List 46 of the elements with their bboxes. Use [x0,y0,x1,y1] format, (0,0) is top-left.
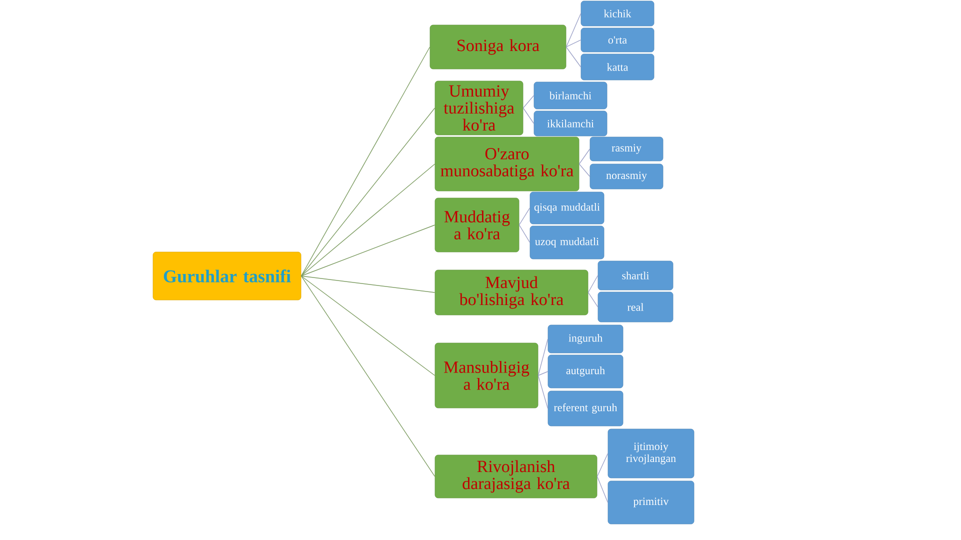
subtype-box: referent guruh [548,390,624,426]
connector-line [300,276,436,376]
connector-line [578,148,590,164]
subtype-box: rasmiy [590,136,664,162]
topic-box: Guruhlar tasnifi [152,252,302,300]
category-box: Mansubligig a ko'ra [434,342,538,408]
category-box: Muddatig a ko'ra [434,198,520,252]
connector-line [588,292,598,308]
subtype-box: norasmiy [590,164,664,190]
connector-line [522,95,534,108]
connector-line [578,164,590,177]
category-box: Mavjud bo'lishiga ko'ra [434,270,588,316]
category-box: Umumiy tuzilishiga ko'ra [434,80,524,136]
connector-line [300,276,436,477]
connector-line [300,108,436,276]
subtype-box: o'rta [580,28,654,52]
connector-line [300,46,430,276]
category-box: Rivojlanish darajasiga ko'ra [434,454,598,498]
subtype-box: real [598,292,674,322]
connector-line [300,164,436,276]
subtype-box: ijtimoiy rivojlangan [608,428,694,478]
subtype-box: primitiv [608,480,694,524]
connector-line [566,46,582,68]
connector-line [566,40,582,48]
connector-line [518,224,530,243]
subtype-box: katta [580,54,654,80]
subtype-box: birlamchi [534,82,608,110]
connector-line [596,476,608,503]
connector-line [538,371,548,376]
subtype-box: ikkilamchi [534,110,608,136]
connector-line [522,108,534,124]
connector-line [596,453,608,477]
connector-line [588,275,598,293]
connector-line [518,208,530,226]
connector-line [538,338,548,376]
subtype-box: shartli [598,260,674,290]
subtype-box: kichik [580,0,654,26]
category-box: Soniga kora [430,24,566,70]
subtype-box: inguruh [548,324,624,354]
connector-line [300,276,436,293]
connector-line [566,13,582,48]
subtype-box: uzoq muddatli [530,226,604,260]
connector-line [300,224,436,276]
category-box: O'zaro munosabatiga ko'ra [434,136,580,192]
subtype-box: autguruh [548,354,624,388]
subtype-box: qisqa muddatli [530,192,604,224]
